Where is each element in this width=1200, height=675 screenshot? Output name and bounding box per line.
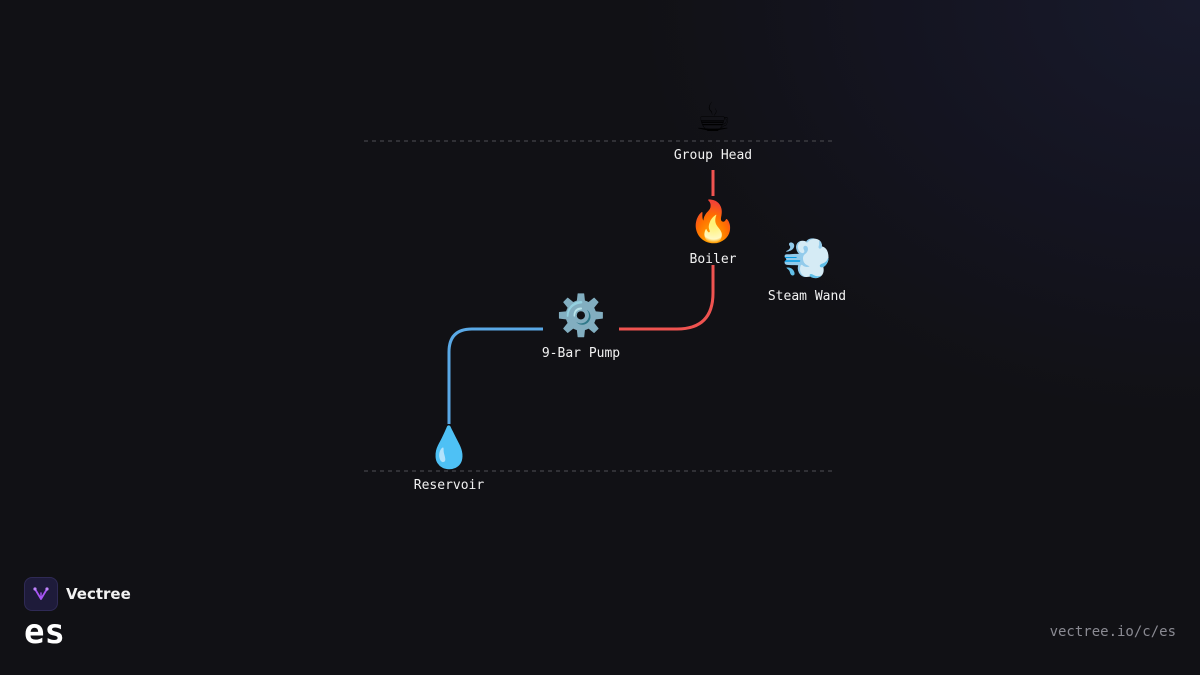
node-boiler[interactable]: 🔥 Boiler — [688, 198, 738, 267]
node-label-boiler: Boiler — [689, 252, 737, 267]
connection-pump-to-boiler — [619, 265, 715, 331]
brand-name: Vectree — [66, 585, 131, 603]
node-label-reservoir: Reservoir — [413, 478, 485, 493]
coffee-cup-icon: ☕ — [695, 95, 731, 141]
node-label-pump: 9-Bar Pump — [541, 346, 621, 361]
fire-icon: 🔥 — [688, 199, 738, 245]
connection-reservoir-to-pump — [447, 327, 543, 424]
node-reservoir[interactable]: 💧 Reservoir — [414, 424, 484, 493]
node-pump[interactable]: ⚙️ 9-Bar Pump — [542, 292, 620, 361]
diagram-url[interactable]: vectree.io/c/es — [1049, 624, 1176, 640]
vectree-logo-icon — [24, 577, 58, 611]
gear-icon: ⚙️ — [556, 293, 606, 339]
node-label-group-head: Group Head — [673, 148, 753, 163]
node-steam-wand[interactable]: 💨 Steam Wand — [768, 235, 846, 304]
brand[interactable]: Vectree — [24, 577, 131, 611]
water-drop-icon: 💧 — [424, 425, 474, 471]
node-label-steam-wand: Steam Wand — [767, 289, 847, 304]
diagram-code: es — [24, 612, 65, 652]
steam-puff-icon: 💨 — [782, 236, 832, 282]
node-group-head[interactable]: ☕ Group Head — [674, 94, 752, 163]
